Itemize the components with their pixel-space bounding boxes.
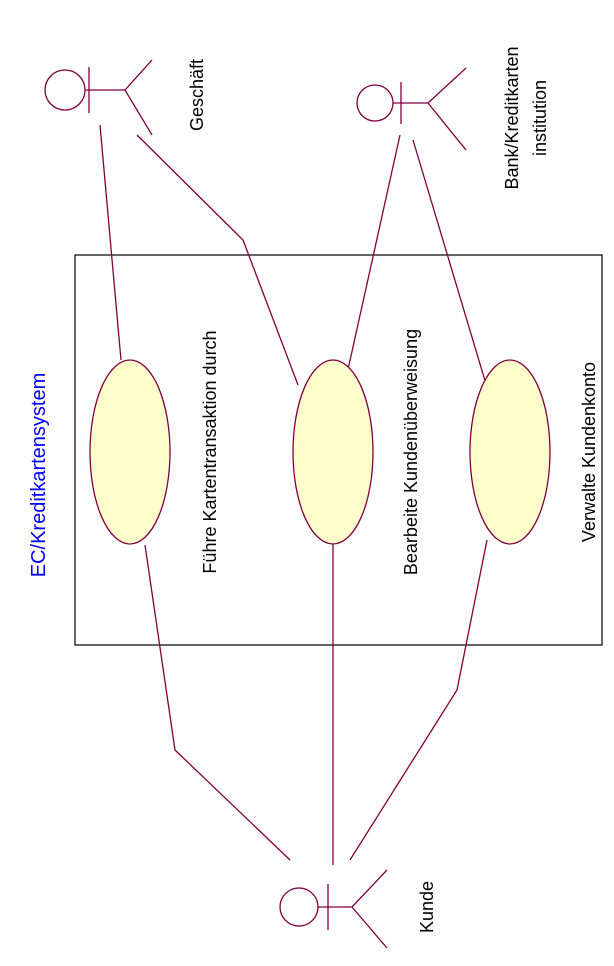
use-case-konto-label: Verwalte Kundenkonto xyxy=(579,362,599,542)
actor-bank-icon[interactable] xyxy=(356,67,467,151)
use-case-transaktion-ellipse[interactable] xyxy=(89,359,171,545)
association-bank-ueberweisung xyxy=(344,134,401,384)
actor-bank-label-line2: institution xyxy=(530,80,550,156)
system-title: EC/Kreditkartensystem xyxy=(28,373,50,578)
actor-geschaeft-label: Geschäft xyxy=(187,59,207,131)
association-bank-konto xyxy=(412,139,487,385)
association-geschaeft-ueberweisung xyxy=(136,134,299,386)
association-kunde-transaktion xyxy=(144,544,291,861)
actor-kunde-icon[interactable] xyxy=(279,869,388,949)
association-kunde-konto xyxy=(349,539,488,861)
system-boundary xyxy=(74,254,603,646)
use-case-ueberweisung-label: Bearbeite Kundenüberweisung xyxy=(401,329,421,575)
actor-bank-label-line1: Bank/Kreditkarten xyxy=(502,46,522,189)
use-case-transaktion-label: Führe Kartentransaktion durch xyxy=(200,330,220,573)
association-geschaeft-transaktion xyxy=(99,124,122,361)
actor-geschaeft-icon[interactable] xyxy=(44,59,153,136)
use-case-konto-ellipse[interactable] xyxy=(469,359,551,545)
use-case-ueberweisung-ellipse[interactable] xyxy=(292,359,374,545)
actor-kunde-label: Kunde xyxy=(417,881,437,933)
